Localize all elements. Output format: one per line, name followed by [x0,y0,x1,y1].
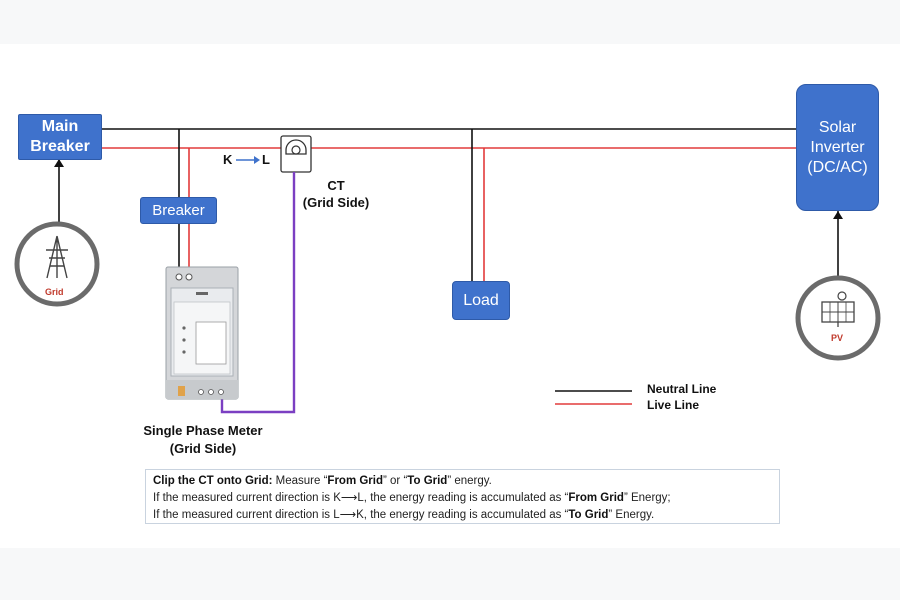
inverter-label-2: Inverter [810,138,865,156]
grid-icon [14,221,100,307]
bottom-band [0,548,900,600]
ct-wire [220,172,296,414]
inverter-label-1: Solar [818,118,857,136]
ct-l-label: L [262,152,270,167]
ct-k-label: K [223,152,233,167]
note-line-3: If the measured current direction is L⟶K… [153,507,772,524]
ct-subtitle: (Grid Side) [302,195,370,210]
solar-inverter-box: Solar Inverter (DC/AC) [796,84,879,211]
load-box: Load [452,281,510,320]
note-line1-to: To Grid [407,475,448,487]
note-line1-c: ” energy. [447,475,492,487]
inverter-label-3: (DC/AC) [807,158,868,176]
main-breaker-label-1: Main [41,118,79,135]
pv-arrow [833,211,843,219]
grid-caption: Grid [45,287,64,297]
meter-label-line1: Single Phase Meter [143,423,263,438]
note-line1-heading: Clip the CT onto Grid: [153,475,273,487]
ct-title: CT [327,178,345,193]
main-breaker-box: Main Breaker [18,114,102,160]
legend-live-label: Live Line [647,398,700,412]
note-line3-b: To Grid [568,509,609,521]
load-label: Load [463,291,499,309]
note-line1-b: ” or “ [383,475,408,487]
note-line3-a: If the measured current direction is L⟶K… [153,509,569,521]
legend-neutral-label: Neutral Line [647,382,717,396]
note-line2-c: ” Energy; [623,492,671,504]
meter-label-line2: (Grid Side) [169,441,237,456]
breaker-box: Breaker [140,197,217,224]
note-line3-c: ” Energy. [608,509,655,521]
meter-label: Single Phase Meter (Grid Side) [128,422,278,458]
pv-caption: PV [831,333,844,343]
instruction-note: Clip the CT onto Grid: Measure “From Gri… [145,469,780,524]
note-line-1: Clip the CT onto Grid: Measure “From Gri… [153,473,772,490]
note-line-2: If the measured current direction is K⟶L… [153,490,772,507]
note-line2-b: From Grid [568,492,624,504]
pv-icon [795,275,881,361]
top-band [0,0,900,44]
note-line1-from: From Grid [327,475,384,487]
main-breaker-label-2: Breaker [30,138,90,155]
ct-clamp-icon [280,135,312,173]
note-line1-a: Measure “ [272,475,328,487]
note-line2-a: If the measured current direction is K⟶L… [153,492,569,504]
breaker-label: Breaker [152,202,205,219]
meter-device-icon [165,266,239,400]
ct-label: CT (Grid Side) [296,177,376,211]
k-l-arrowhead [254,156,260,164]
grid-arrow [54,159,64,167]
